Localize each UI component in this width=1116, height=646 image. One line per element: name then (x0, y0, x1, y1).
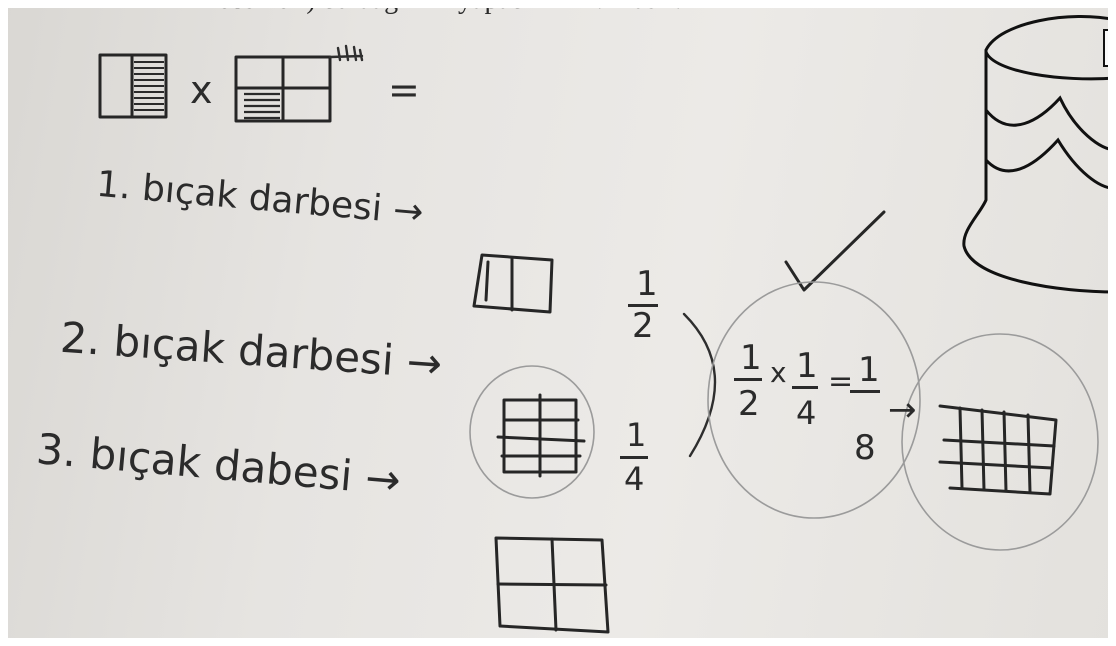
eq-a-num: 1 (740, 338, 762, 378)
checkmark-icon (784, 210, 886, 292)
eq-b-bar (792, 386, 818, 389)
step2-fraction-den: 4 (624, 460, 645, 498)
eq-equals: = (828, 364, 854, 399)
eq-op: x (770, 356, 787, 389)
pencil-circle-grid (901, 333, 1099, 551)
step2-grid-sketch (469, 365, 595, 499)
step1-fraction-bar (628, 304, 658, 307)
equals-sign: = (388, 68, 420, 112)
eq-a-den: 2 (738, 384, 760, 424)
eq-b-num: 1 (796, 346, 818, 386)
bracket-sketch (682, 312, 717, 458)
eq-a-bar (734, 378, 762, 381)
eighths-grid-sketch (938, 404, 1058, 496)
step1-fraction-num: 1 (636, 264, 658, 304)
quarter-shaded-rect-sketch (234, 44, 364, 123)
eq-arrow: → (888, 390, 917, 430)
step1-rect-sketch (472, 253, 554, 314)
step2-fraction-num: 1 (626, 416, 647, 454)
eq-c-bar (850, 390, 880, 393)
step2-fraction-bar (620, 456, 648, 459)
cake-illustration (962, 15, 1116, 294)
half-shaded-rect-sketch (98, 53, 168, 119)
eq-c-num: 1 (858, 350, 880, 390)
pencil-circle-equation (707, 281, 921, 519)
step3-rect-sketch (494, 536, 610, 634)
eq-c-den: 8 (854, 428, 876, 468)
times-sign: x (190, 68, 213, 112)
printed-question: lecekleri) bu dağılımı yapabilir mi? Nas… (210, 0, 685, 16)
eq-b-den: 4 (796, 394, 817, 432)
step1-fraction-den: 2 (632, 306, 654, 346)
